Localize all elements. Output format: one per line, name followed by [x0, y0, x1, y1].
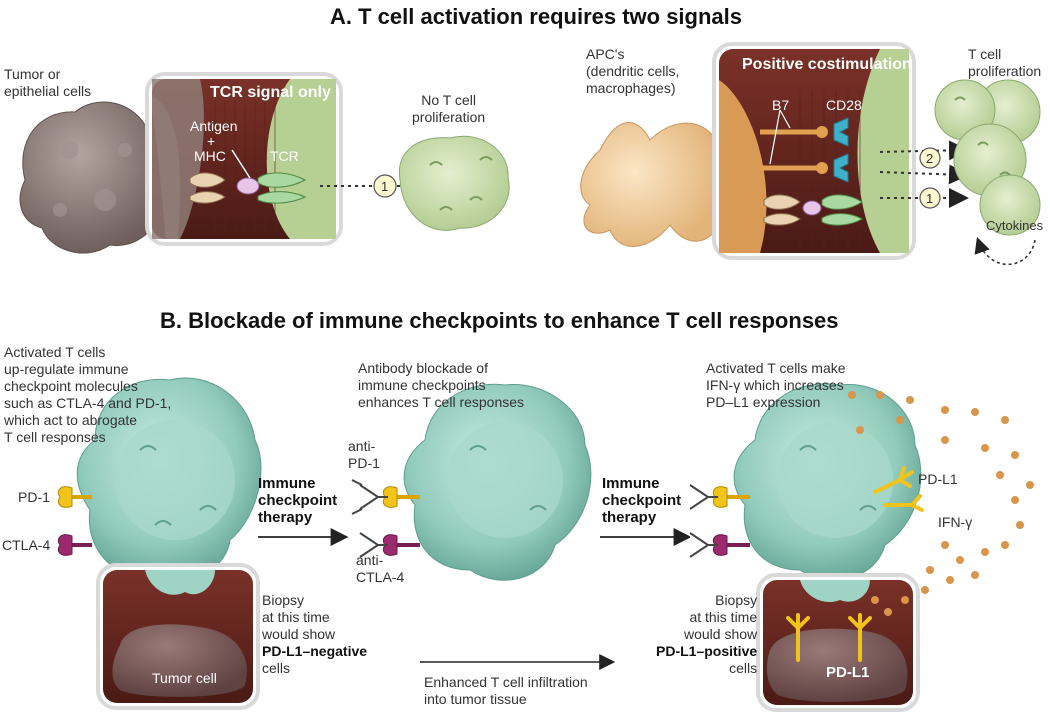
b7-label: B7	[772, 97, 790, 113]
tcr-label: TCR	[270, 148, 299, 164]
anti-ctla4-blocked-receptor	[359, 532, 420, 558]
mhc-molecule	[189, 172, 226, 204]
pd1-receptor-panel1	[57, 486, 92, 508]
cytokines-feedback-arrow	[974, 236, 1036, 266]
ctla4-receptor-panel1	[57, 534, 92, 556]
pdl1-label: PD-L1	[918, 471, 958, 487]
anti-pd1-blocked-receptor	[351, 479, 420, 515]
tumor-box-left	[96, 563, 260, 710]
activated-tcell-panel2	[403, 383, 592, 581]
signal2-number: 2	[926, 151, 934, 166]
cytokines-label: Cytokines	[986, 218, 1044, 233]
plus-label: +	[207, 133, 216, 149]
tcr-signal-only-box	[145, 72, 343, 246]
mhc-tcr-pair-right	[763, 194, 863, 226]
biopsy-right-text: Biopsy at this time would show PD-L1–pos…	[656, 592, 758, 676]
antigen-label: Antigen	[190, 118, 238, 134]
blocked-receptors-panel3	[689, 484, 750, 558]
pdl1-box-label: PD-L1	[826, 664, 870, 681]
signal1-badge-left	[373, 174, 397, 198]
section-b-title: B. Blockade of immune checkpoints to enh…	[160, 308, 839, 333]
tumor-cell-label: Tumor cell	[152, 670, 217, 686]
tumor-epithelial-label: Tumor or epithelial cells	[4, 66, 92, 99]
biopsy-left-text: Biopsy at this time would show PD-L1–neg…	[262, 592, 368, 676]
cd28-label: CD28	[826, 97, 862, 113]
anti-ctla4-label: anti- CTLA-4	[356, 552, 405, 585]
tcell-no-proliferation	[398, 135, 510, 231]
activated-tcell-panel3	[733, 383, 922, 581]
b7-cd28-pair-2	[760, 153, 849, 183]
section-a-title: A. T cell activation requires two signal…	[330, 4, 743, 29]
therapy-label-1: Immune checkpoint therapy	[258, 475, 338, 526]
therapy-label-2: Immune checkpoint therapy	[602, 475, 682, 526]
ifn-gamma-label: IFN-γ	[938, 514, 973, 530]
ifn-gamma-dots	[848, 391, 1034, 616]
tcr-signal-only-title: TCR signal only	[210, 84, 331, 101]
panel3-caption: Activated T cells make IFN-γ which incre…	[706, 360, 846, 410]
apc-dendritic-cell	[580, 122, 717, 247]
positive-costimulation-title: Positive costimulation	[742, 56, 912, 73]
signal2-badge	[919, 147, 941, 169]
no-proliferation-label: No T cell proliferation	[412, 92, 486, 125]
positive-costimulation-box	[712, 42, 916, 260]
infiltration-label: Enhanced T cell infiltration into tumor …	[424, 674, 588, 707]
apc-label: APC's (dendritic cells, macrophages)	[586, 46, 680, 96]
signal-mid-arrow	[879, 164, 969, 185]
pd1-label: PD-1	[18, 489, 50, 505]
tcell-proliferation-label: T cell proliferation	[968, 46, 1042, 79]
tcr-molecule	[257, 172, 307, 204]
panel2-caption: Antibody blockade of immune checkpoints …	[358, 360, 525, 410]
pdl1-molecules-on-tcell	[873, 466, 924, 512]
b7-cd28-pair-1	[760, 117, 849, 147]
tcell-proliferation-cluster	[934, 79, 1041, 236]
tumor-box-right	[756, 573, 920, 712]
anti-pd1-label: anti- PD-1	[348, 438, 380, 471]
signal1-number-right: 1	[926, 191, 934, 206]
panel1-caption: Activated T cells up-regulate immune che…	[4, 344, 172, 445]
antigen-peptide	[236, 177, 260, 195]
activated-tcell-panel1	[76, 377, 262, 582]
signal1-badge-right	[919, 187, 941, 209]
signal1-number-left: 1	[381, 179, 389, 194]
mhc-label: MHC	[194, 148, 226, 164]
ctla4-label: CTLA-4	[2, 537, 51, 553]
